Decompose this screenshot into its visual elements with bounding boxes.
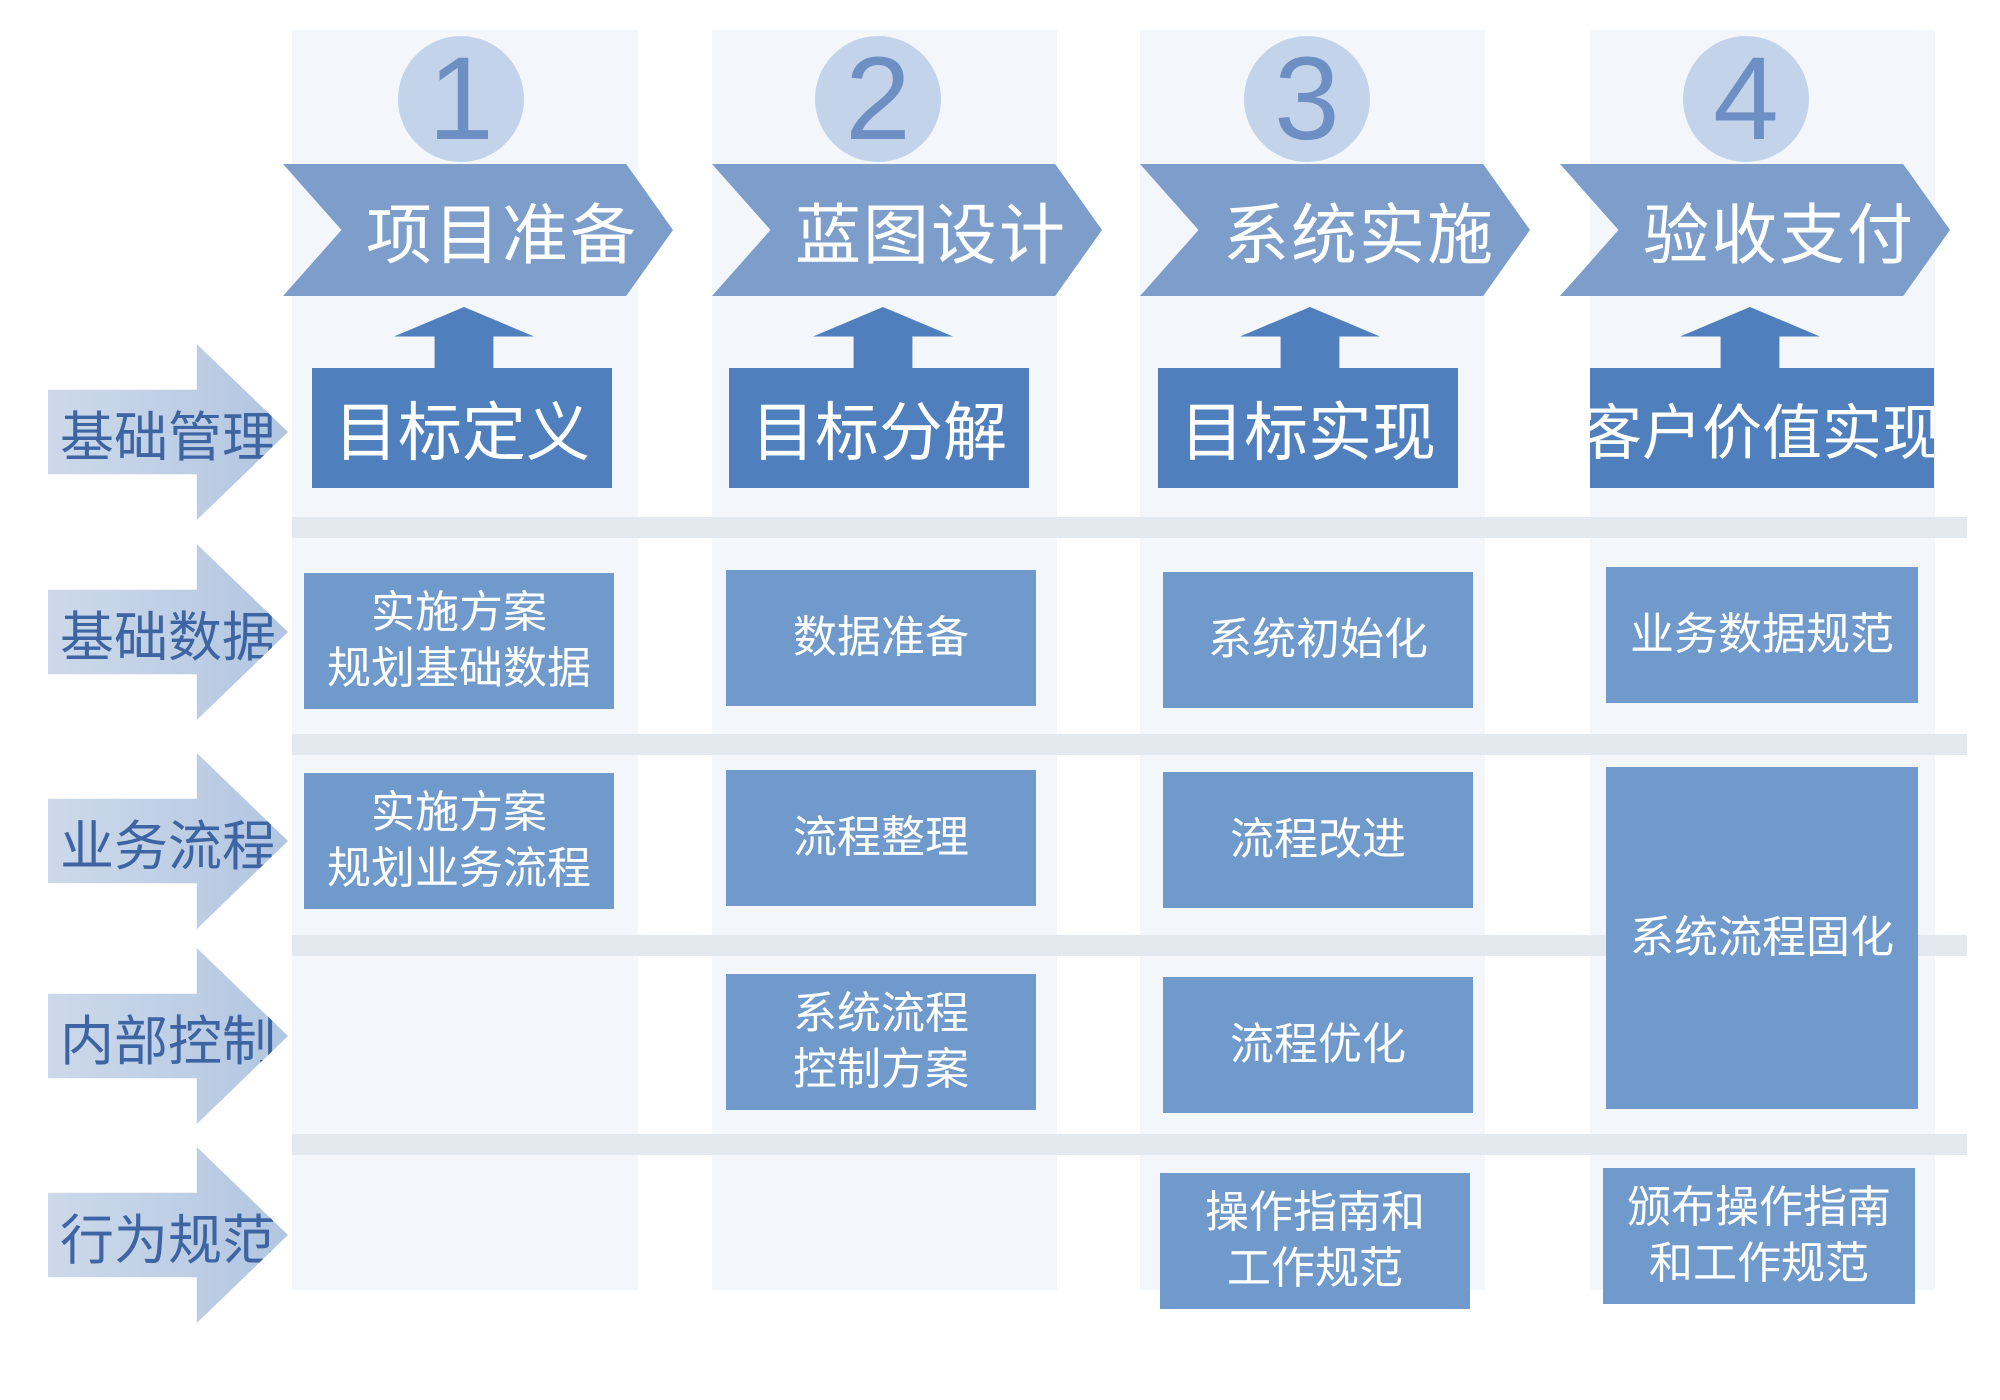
goal-box-2: 目标分解 — [729, 368, 1029, 488]
phase-chevron-2: 蓝图设计 — [712, 164, 1102, 296]
cell-phase3-business-process: 流程改进 — [1163, 772, 1473, 908]
cell-text: 系统流程固化 — [1630, 912, 1894, 963]
cell-phase4-basic-data: 业务数据规范 — [1606, 567, 1918, 703]
goal-box-4: 客户价值实现 — [1590, 368, 1934, 488]
cell-phase2-basic-data: 数据准备 — [726, 570, 1036, 706]
row-separator-2 — [292, 734, 1967, 755]
cell-phase1-basic-data: 实施方案 规划基础数据 — [304, 573, 614, 709]
phase-chevron-3: 系统实施 — [1140, 164, 1530, 296]
cell-text: 流程整理 — [793, 812, 969, 863]
cell-phase4-behavior-norms: 颁布操作指南 和工作规范 — [1603, 1168, 1915, 1304]
phase-chevron-1: 项目准备 — [283, 164, 673, 296]
cell-phase1-business-process: 实施方案 规划业务流程 — [304, 773, 614, 909]
row-separator-1 — [292, 517, 1967, 538]
phase-number-1: 1 — [398, 36, 524, 162]
phase-number-3: 3 — [1244, 36, 1370, 162]
goal-box-1: 目标定义 — [312, 368, 612, 488]
row-separator-3 — [292, 935, 1967, 956]
cell-text: 业务数据规范 — [1630, 609, 1894, 660]
cell-text: 颁布操作指南 和工作规范 — [1627, 1182, 1891, 1289]
row-separator-4 — [292, 1134, 1967, 1155]
goal-box-3: 目标实现 — [1158, 368, 1458, 488]
phase-number-4: 4 — [1683, 36, 1809, 162]
row-label-basic-management: 基础管理 — [48, 344, 288, 520]
row-label-internal-control: 内部控制 — [48, 948, 288, 1124]
row-label-basic-data: 基础数据 — [48, 544, 288, 720]
cell-text: 系统流程 控制方案 — [793, 988, 969, 1095]
row-label-business-process: 业务流程 — [48, 753, 288, 929]
cell-text: 流程优化 — [1230, 1019, 1406, 1070]
cell-text: 实施方案 规划基础数据 — [327, 587, 591, 694]
cell-phase3-internal-control: 流程优化 — [1163, 977, 1473, 1113]
cell-text: 操作指南和 工作规范 — [1205, 1187, 1425, 1294]
cell-text: 系统初始化 — [1208, 614, 1428, 665]
row-label-behavior-norms: 行为规范 — [48, 1147, 288, 1323]
phase-number-2: 2 — [815, 36, 941, 162]
cell-phase4-process-control: 系统流程固化 — [1606, 767, 1918, 1109]
cell-text: 数据准备 — [793, 612, 969, 663]
cell-phase3-behavior-norms: 操作指南和 工作规范 — [1160, 1173, 1470, 1309]
cell-phase2-internal-control: 系统流程 控制方案 — [726, 974, 1036, 1110]
cell-phase3-basic-data: 系统初始化 — [1163, 572, 1473, 708]
cell-phase2-business-process: 流程整理 — [726, 770, 1036, 906]
cell-text: 实施方案 规划业务流程 — [327, 787, 591, 894]
cell-text: 流程改进 — [1230, 814, 1406, 865]
phase-chevron-4: 验收支付 — [1560, 164, 1950, 296]
